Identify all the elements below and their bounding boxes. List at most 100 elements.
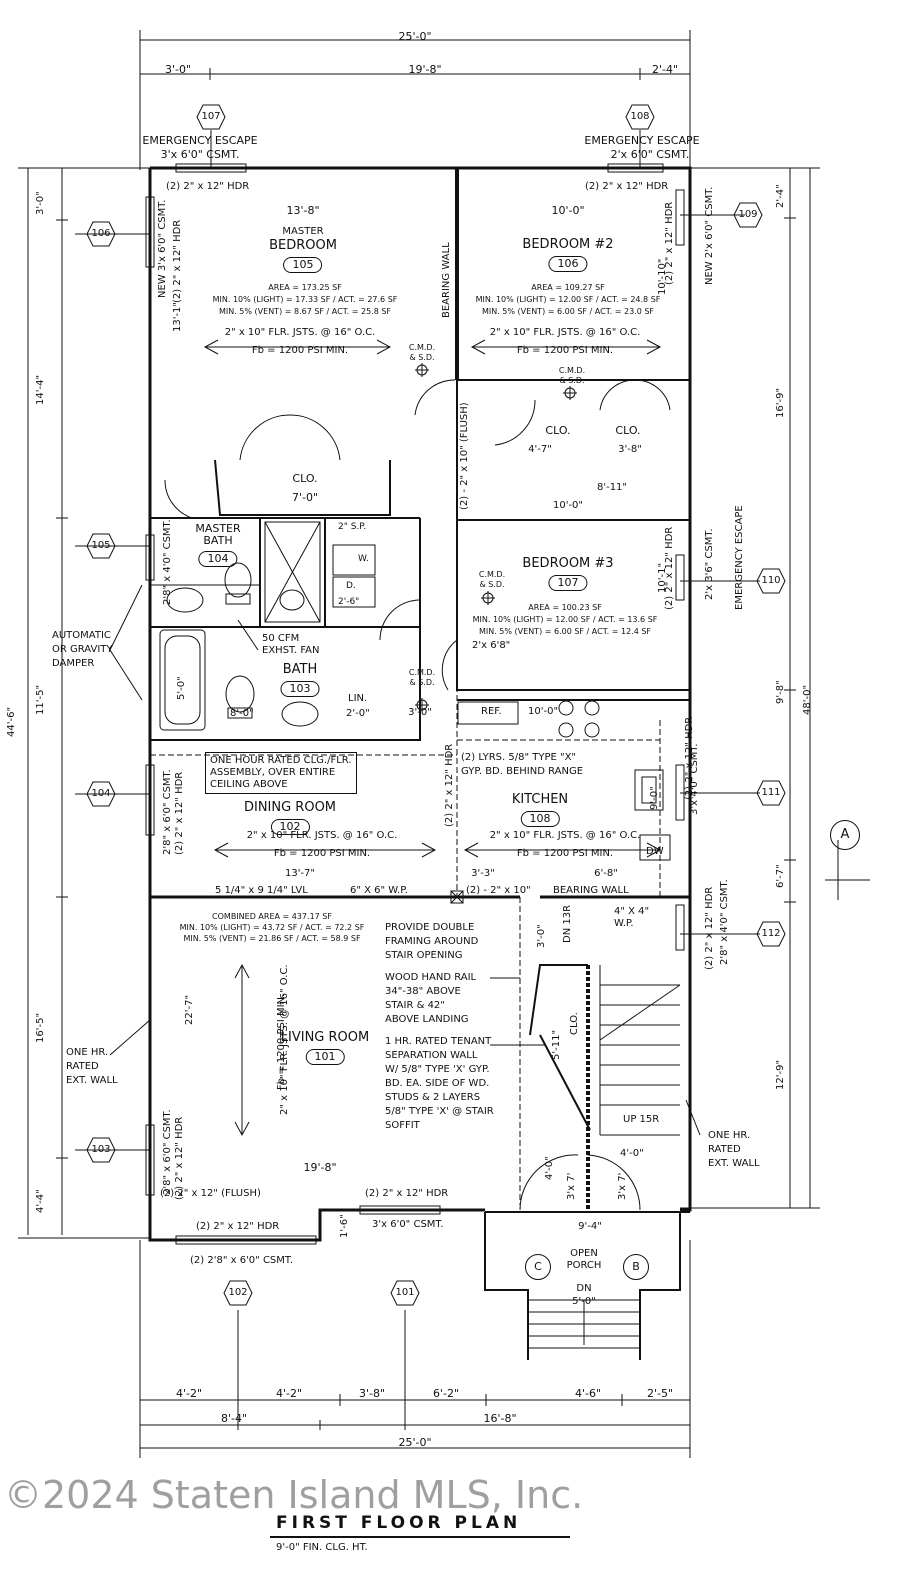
note-sep-2: SEPARATION WALL bbox=[385, 1050, 478, 1061]
dim-right-3: 9'-8" bbox=[775, 680, 786, 704]
note-double-3: STAIR OPENING bbox=[385, 950, 463, 961]
porch-steps-width: 5'-0" bbox=[572, 1296, 596, 1307]
front-hdr: (2) 2" x 12" HDR bbox=[365, 1188, 449, 1199]
dim-bottom-2: 4'-2" bbox=[275, 1387, 303, 1400]
ext-wall-right-2: RATED bbox=[708, 1144, 741, 1155]
stair-dn: DN 13R bbox=[562, 904, 573, 943]
dim-right-overall: 48'-0" bbox=[802, 684, 813, 715]
room-living-name: LIVING ROOM bbox=[280, 1030, 370, 1045]
bed2-joists: 2" x 10" FLR. JSTS. @ 16" O.C. bbox=[489, 327, 641, 338]
toilet bbox=[225, 675, 255, 713]
door-dim-b: 4'-0" bbox=[620, 1148, 644, 1159]
stair-closet-width: 5'-11" bbox=[551, 1029, 562, 1060]
dining-joists: 2" x 10" FLR. JSTS. @ 16" O.C. bbox=[246, 830, 398, 841]
watermark: ©2024 Staten Island MLS, Inc. bbox=[4, 1473, 584, 1517]
door-bed3: 2'x 6'8" bbox=[472, 640, 511, 651]
fan-2: EXHST. FAN bbox=[262, 645, 320, 656]
cmd-2a: C.M.D. bbox=[558, 366, 586, 375]
egress-right-title: EMERGENCY ESCAPE bbox=[584, 134, 700, 147]
cmd-3b: & S.D. bbox=[479, 580, 505, 589]
dim-top-1: 3'-0" bbox=[164, 63, 192, 76]
room-dining-number: 102 bbox=[270, 819, 310, 835]
master-fb: Fb = 1200 PSI MIN. bbox=[251, 345, 349, 356]
bottom-csmt: (2) 2'8" x 6'0" CSMT. bbox=[190, 1255, 294, 1266]
door-size-b: 3'x 7' bbox=[617, 1172, 628, 1200]
dim-right-5: 12'-9" bbox=[775, 1059, 786, 1090]
hdr-dining: (2) 2" x 12" HDR bbox=[174, 771, 185, 855]
sink-bath bbox=[281, 701, 319, 727]
window-tag-108: 108 bbox=[625, 104, 655, 130]
dim-top-3: 2'-4" bbox=[651, 63, 679, 76]
note-sep-5: STUDS & 2 LAYERS bbox=[385, 1092, 481, 1103]
dim-bottom-6: 2'-5" bbox=[646, 1387, 674, 1400]
dim-left-5: 4'-4" bbox=[35, 1189, 46, 1213]
bed2-closet-width: 4'-7" bbox=[528, 444, 552, 455]
bed3-area: AREA = 100.23 SF bbox=[528, 603, 602, 612]
shower bbox=[264, 521, 321, 623]
washer bbox=[332, 544, 376, 576]
room-living: LIVING ROOM 101 bbox=[281, 1030, 369, 1065]
room-kitchen-number: 108 bbox=[520, 811, 560, 827]
fridge-label: REF. bbox=[481, 706, 502, 717]
window-tag-111: 111 bbox=[756, 780, 786, 806]
window-tag-107: 107 bbox=[196, 104, 226, 130]
porch-steps bbox=[528, 1299, 640, 1349]
window-104-size: 2'8" x 6'0" CSMT. bbox=[162, 769, 173, 855]
damper-2: OR GRAVITY bbox=[52, 644, 113, 655]
bed2-area: AREA = 109.27 SF bbox=[531, 283, 605, 292]
dim-right-4: 6'-7" bbox=[775, 864, 786, 888]
hdr-master-left: (2) 2" x 12" HDR bbox=[172, 219, 183, 303]
note-sep-6: 5/8" TYPE 'X' @ STAIR bbox=[385, 1106, 494, 1117]
note-rail-2: 34"-38" ABOVE bbox=[385, 986, 461, 997]
dim-bottom-overall: 25'-0" bbox=[398, 1436, 432, 1449]
porch-width: 9'-4" bbox=[578, 1221, 602, 1232]
master-depth: 13'-1" bbox=[172, 301, 184, 333]
note-sep-1: 1 HR. RATED TENANT bbox=[385, 1036, 492, 1047]
one-hour-note: ONE HOUR RATED CLG./FLR. ASSEMBLY, OVER … bbox=[205, 752, 357, 794]
bed2-vent: MIN. 5% (VENT) = 6.00 SF / ACT. = 23.0 S… bbox=[481, 307, 655, 316]
room-bed3-name: BEDROOM #3 bbox=[522, 556, 614, 571]
note-rail-1: WOOD HAND RAIL bbox=[385, 972, 477, 983]
bed2-light: MIN. 10% (LIGHT) = 12.00 SF / ACT. = 24.… bbox=[475, 295, 661, 304]
note-sep-7: SOFFIT bbox=[385, 1120, 420, 1131]
window-109-size: NEW 2'x 6'0" CSMT. bbox=[704, 186, 715, 285]
stair-width: 3'-0" bbox=[536, 924, 547, 948]
cmd-4b: & S.D. bbox=[409, 678, 435, 687]
living-fb: Fb = 1200 PSI MIN. bbox=[276, 993, 287, 1090]
kitchen-joists: 2" x 10" FLR. JSTS. @ 16" O.C. bbox=[489, 830, 641, 841]
bed3-closet-label: CLO. bbox=[615, 424, 641, 437]
living-area: COMBINED AREA = 437.17 SF bbox=[212, 912, 332, 921]
lyrs-2: GYP. BD. BEHIND RANGE bbox=[461, 766, 584, 777]
lvl-label: 5 1/4" x 9 1/4" LVL bbox=[215, 885, 308, 896]
window-tag-105: 105 bbox=[86, 533, 116, 559]
note-double-1: PROVIDE DOUBLE bbox=[385, 922, 475, 933]
room-mbath-name2: BATH bbox=[203, 534, 233, 547]
master-closet-width: 7'-0" bbox=[291, 491, 319, 504]
plan-title: FIRST FLOOR PLAN bbox=[276, 1513, 522, 1533]
room-bedroom-3: BEDROOM #3 107 bbox=[522, 556, 614, 591]
living-light: MIN. 10% (LIGHT) = 43.72 SF / ACT. = 72.… bbox=[179, 923, 365, 932]
egress-left-size: 3'x 6'0" CSMT. bbox=[160, 148, 240, 161]
hall-width: 8'-11" bbox=[596, 482, 628, 493]
stair-up: UP 15R bbox=[623, 1114, 660, 1125]
window-110-size: 2'x 3'6" CSMT. bbox=[704, 528, 715, 600]
window-tag-103: 103 bbox=[86, 1137, 116, 1163]
dining-width: 13'-7" bbox=[284, 868, 316, 879]
note-sep-4: BD. EA. SIDE OF WD. bbox=[385, 1078, 490, 1089]
window-111-size: 3'x 4'0" CSMT. bbox=[689, 743, 700, 815]
note-rail-3: STAIR & 42" bbox=[385, 1000, 445, 1011]
hdr-bed3: (2) 2" x 12" HDR bbox=[664, 526, 675, 610]
room-bath: BATH 103 bbox=[280, 662, 320, 697]
cmd-1b: & S.D. bbox=[409, 353, 435, 362]
egress-right-size: 2'x 6'0" CSMT. bbox=[610, 148, 690, 161]
section-marker-a: A bbox=[830, 820, 860, 850]
room-master-bath: MASTER BATH 104 bbox=[195, 523, 241, 567]
hall-dim: 3'-0" bbox=[408, 707, 432, 718]
bed2-width: 10'-0" bbox=[551, 204, 585, 217]
dim-bottom-4: 6'-2" bbox=[432, 1387, 460, 1400]
kitchen-sink bbox=[634, 769, 664, 811]
room-master-number: 105 bbox=[283, 257, 323, 273]
dim-right-1: 2'-4" bbox=[775, 184, 786, 208]
dim-left-overall: 44'-6" bbox=[6, 706, 17, 737]
